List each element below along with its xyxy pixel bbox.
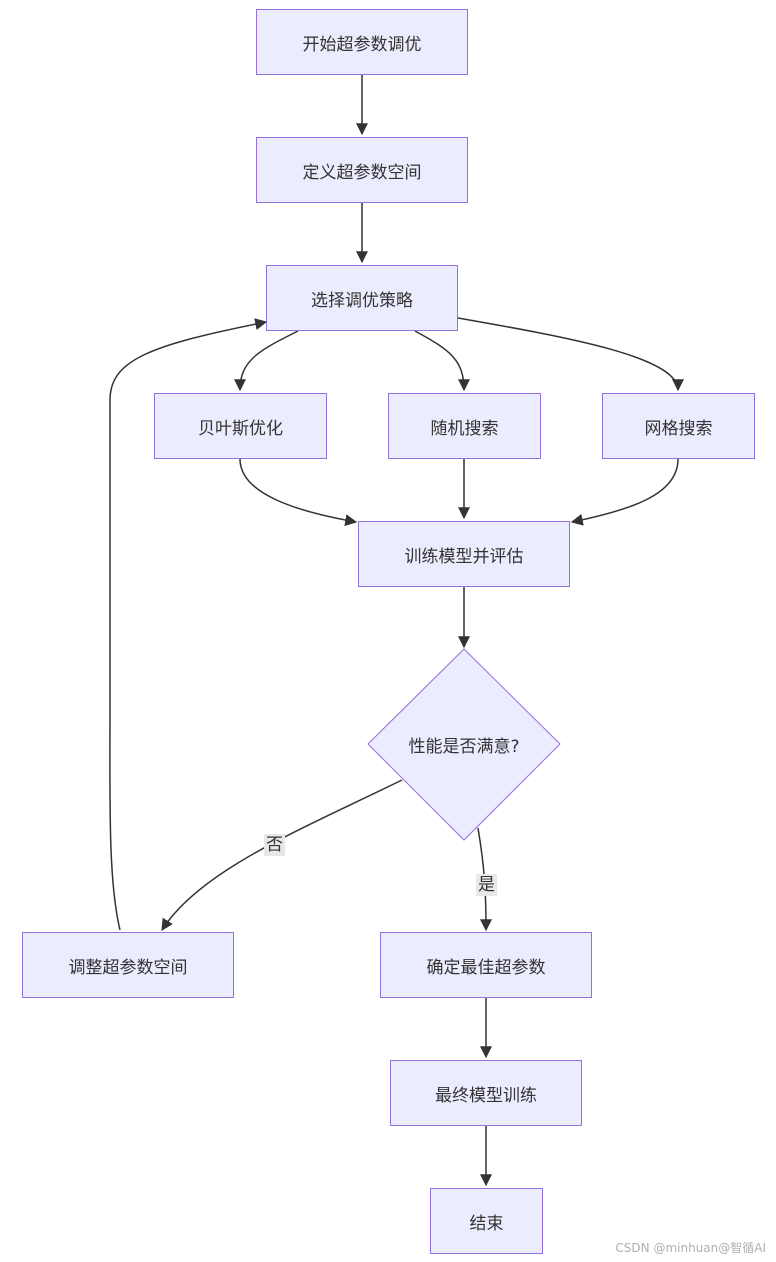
node-end: 结束: [430, 1188, 543, 1254]
node-grid-search: 网格搜索: [602, 393, 755, 459]
edge-decision-to-adjust: [161, 779, 403, 932]
decision-diamond: [367, 648, 561, 841]
edge-grid-to-train: [570, 458, 679, 526]
edge-label-no: 否: [264, 834, 285, 856]
edge-bayesian-to-train: [239, 458, 358, 527]
node-start: 开始超参数调优: [256, 9, 468, 75]
node-decision-label: 性能是否满意?: [408, 736, 520, 757]
edge-adjust-to-strategy: [109, 318, 268, 931]
watermark: CSDN @minhuan@智循AI: [615, 1241, 766, 1255]
node-random-search: 随机搜索: [388, 393, 541, 459]
node-final-train: 最终模型训练: [390, 1060, 582, 1126]
edge-strategy-to-grid: [457, 317, 684, 392]
edge-strategy-to-bayesian: [234, 330, 299, 392]
edge-strategy-to-random: [414, 330, 470, 392]
node-bayesian: 贝叶斯优化: [154, 393, 327, 459]
node-choose-strategy: 选择调优策略: [266, 265, 458, 331]
node-adjust-space: 调整超参数空间: [22, 932, 234, 998]
node-determine-best: 确定最佳超参数: [380, 932, 592, 998]
edge-label-yes: 是: [476, 874, 497, 896]
node-train-eval: 训练模型并评估: [358, 521, 570, 587]
node-define-space: 定义超参数空间: [256, 137, 468, 203]
